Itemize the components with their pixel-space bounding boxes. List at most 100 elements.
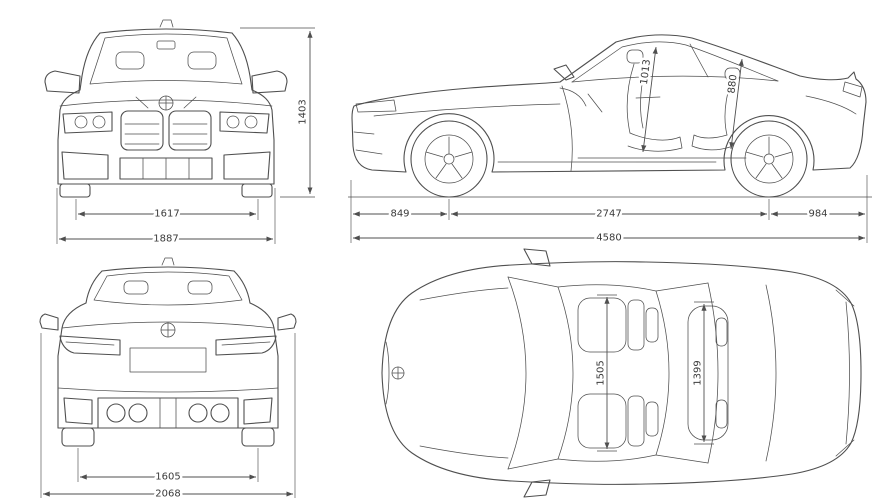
side-headlight — [355, 99, 397, 113]
rear-right-tire — [241, 427, 275, 447]
front-antenna-fin — [159, 19, 174, 28]
front-right-body — [251, 89, 275, 185]
side-taillight — [842, 81, 863, 98]
rear-left-corner-intake — [63, 397, 93, 425]
front-right-mirror — [251, 70, 288, 94]
top-outline-upper — [381, 261, 862, 374]
character-line — [373, 103, 561, 117]
kidney-grille-left — [120, 110, 164, 151]
rear-width-label: 2068 — [155, 489, 180, 500]
front-right-headrest — [187, 51, 217, 70]
front-seat-top-left — [577, 297, 659, 353]
rear-right-body — [249, 302, 279, 429]
side-body-outline — [351, 34, 867, 173]
top-right-mirror — [523, 479, 551, 498]
rear-width-ticks — [694, 301, 714, 445]
rear-bench-top — [687, 305, 729, 441]
exhaust-pipes — [106, 403, 230, 423]
front-height-label: 1403 — [298, 99, 309, 124]
front-seat-profile — [626, 49, 683, 152]
rear-width-extension-lines — [40, 333, 296, 498]
door-handle — [635, 96, 661, 99]
front-left-pillar — [79, 32, 101, 91]
bmw-roundel-hood — [391, 366, 405, 380]
side-view: 1013 880 849 2747 984 4580 — [348, 34, 872, 246]
side-length-label: 4580 — [596, 233, 621, 244]
windshield-base-arc — [507, 276, 527, 470]
front-left-mirror — [44, 70, 81, 94]
top-rear-width-label: 1399 — [693, 360, 704, 385]
front-wheel — [410, 120, 488, 198]
front-track-label: 1617 — [154, 209, 179, 220]
side-rear-headroom-label: 880 — [727, 74, 740, 94]
length-extension-lines — [350, 175, 868, 243]
roof-side-edges — [557, 284, 657, 462]
beltline — [571, 75, 779, 83]
rear-track-extension-lines — [77, 448, 259, 482]
rear-right-headrest — [187, 280, 213, 295]
bmw-roundel-front — [158, 95, 174, 111]
front-left-body — [57, 89, 81, 185]
side-front-headroom-label: 1013 — [639, 59, 653, 86]
rear-bumper-crease — [57, 387, 279, 393]
dashboard-steering — [559, 87, 603, 113]
rear-left-headrest — [123, 280, 149, 295]
front-roof — [99, 28, 233, 34]
rear-diffuser — [97, 397, 239, 429]
c-pillars-top — [655, 282, 709, 464]
top-left-mirror — [523, 248, 551, 267]
spoiler-lip — [845, 301, 850, 445]
roof-rear-arc — [655, 290, 670, 456]
track-extension-lines — [75, 199, 259, 220]
hood-creases-top — [419, 287, 509, 459]
front-left-intake — [61, 151, 109, 180]
nose-inner-line — [385, 341, 390, 405]
width-extension-lines — [56, 188, 276, 244]
trunk-deck-line — [61, 321, 275, 329]
kidney-grille-right — [168, 110, 212, 151]
window-divider — [689, 43, 709, 78]
top-front-width-label: 1505 — [596, 360, 607, 385]
top-car-drawing — [381, 248, 862, 498]
front-headroom-dim-line — [641, 46, 658, 153]
front-windshield — [89, 33, 243, 85]
front-right-intake — [223, 151, 271, 180]
rear-dimensions: 1605 2068 — [40, 333, 296, 501]
side-front-overhang-label: 849 — [390, 209, 409, 220]
rear-left-mirror — [39, 313, 59, 331]
rear-roof — [101, 266, 235, 272]
rear-right-taillight — [215, 335, 277, 356]
side-window-top — [571, 41, 779, 83]
rear-wheel — [730, 120, 808, 198]
rear-crease — [805, 95, 857, 115]
rear-headroom-dim-line — [729, 58, 744, 150]
rear-right-pillar — [233, 270, 251, 304]
rear-antenna-fin — [161, 257, 175, 266]
front-right-pillar — [231, 32, 253, 91]
front-seat-top-right — [577, 393, 659, 449]
rear-left-pillar — [85, 270, 103, 304]
side-car-drawing — [348, 34, 872, 198]
front-right-tire — [241, 183, 273, 198]
rear-left-tire — [61, 427, 95, 447]
front-left-headlight — [62, 111, 113, 134]
top-view: 1505 1399 — [381, 248, 862, 498]
top-dimensions: 1505 1399 — [593, 294, 714, 452]
front-width-label: 1887 — [153, 234, 178, 245]
a-pillars-top — [507, 276, 559, 470]
side-rear-overhang-label: 984 — [808, 209, 827, 220]
bmw-roundel-rear — [160, 322, 176, 338]
taillight-lines-top — [835, 289, 855, 457]
rear-right-mirror — [277, 313, 297, 331]
rear-left-taillight — [59, 335, 121, 356]
front-dimensions: 1403 1617 1887 — [56, 27, 315, 247]
front-bumper-details — [353, 131, 383, 155]
rear-view: 1605 2068 — [39, 257, 297, 501]
height-extension-lines — [240, 27, 315, 198]
rear-left-body — [57, 302, 87, 429]
front-left-tire — [59, 183, 91, 198]
door-shut-line — [561, 85, 573, 172]
deck-crease — [765, 284, 777, 462]
